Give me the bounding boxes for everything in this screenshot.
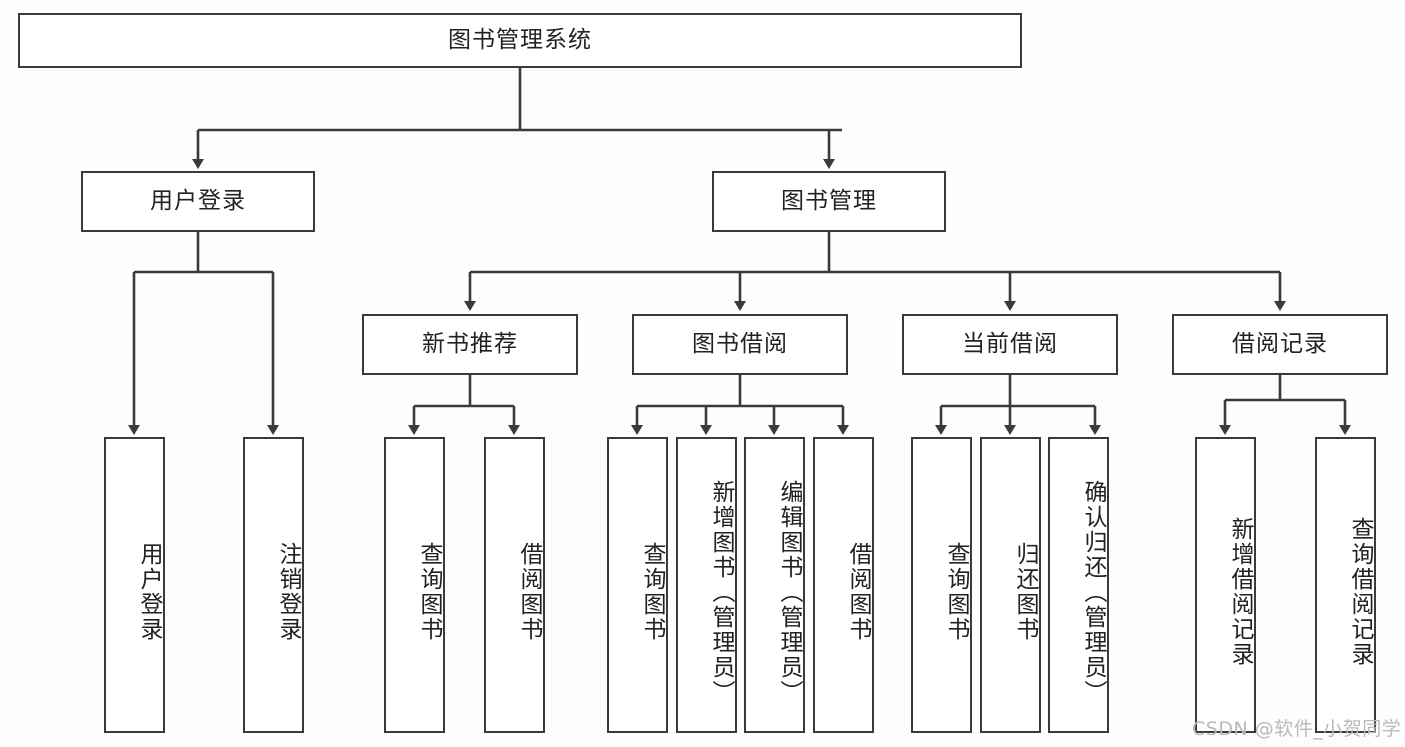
leaf-query-borrow-record[interactable]: 查询借阅记录 — [1315, 437, 1376, 733]
leaf-query-book-recommend[interactable]: 查询图书 — [384, 437, 445, 733]
node-label: 借阅图书 — [516, 542, 542, 642]
node-book-borrow[interactable]: 图书借阅 — [632, 314, 848, 375]
node-book-management[interactable]: 图书管理 — [712, 171, 946, 232]
node-label: 归还图书 — [1012, 542, 1038, 642]
node-label: 查询借阅记录 — [1347, 517, 1373, 667]
node-label: 借阅记录 — [1232, 330, 1328, 357]
node-label: 图书管理 — [781, 187, 877, 214]
node-label: 查询图书 — [416, 542, 442, 642]
node-label: 图书借阅 — [692, 330, 788, 357]
leaf-add-book-admin[interactable]: 新增图书（管理员） — [676, 437, 737, 733]
node-label: 图书管理系统 — [448, 26, 592, 53]
leaf-add-borrow-record[interactable]: 新增借阅记录 — [1195, 437, 1256, 733]
leaf-logout[interactable]: 注销登录 — [243, 437, 304, 733]
node-label: 新书推荐 — [422, 330, 518, 357]
leaf-return-book[interactable]: 归还图书 — [980, 437, 1041, 733]
leaf-borrow-book-recommend[interactable]: 借阅图书 — [484, 437, 545, 733]
node-borrow-record[interactable]: 借阅记录 — [1172, 314, 1388, 375]
node-label: 借阅图书 — [845, 542, 871, 642]
node-label: 用户登录 — [150, 187, 246, 214]
node-root-book-management-system[interactable]: 图书管理系统 — [18, 13, 1022, 68]
leaf-query-book-current[interactable]: 查询图书 — [911, 437, 972, 733]
node-label: 新增图书（管理员） — [708, 479, 734, 705]
node-label: 注销登录 — [275, 542, 301, 642]
node-label: 查询图书 — [639, 542, 665, 642]
node-label: 新增借阅记录 — [1227, 517, 1253, 667]
node-label: 当前借阅 — [962, 330, 1058, 357]
leaf-user-login[interactable]: 用户登录 — [104, 437, 165, 733]
node-label: 查询图书 — [943, 542, 969, 642]
leaf-edit-book-admin[interactable]: 编辑图书（管理员） — [744, 437, 805, 733]
node-current-borrow[interactable]: 当前借阅 — [902, 314, 1118, 375]
node-new-book-recommend[interactable]: 新书推荐 — [362, 314, 578, 375]
node-user-login[interactable]: 用户登录 — [81, 171, 315, 232]
csdn-watermark: CSDN @软件_小贺同学 — [1192, 718, 1402, 740]
node-label: 确认归还（管理员） — [1080, 479, 1106, 705]
node-label: 编辑图书（管理员） — [776, 479, 802, 705]
leaf-borrow-book[interactable]: 借阅图书 — [813, 437, 874, 733]
leaf-confirm-return-admin[interactable]: 确认归还（管理员） — [1048, 437, 1109, 733]
leaf-query-book-borrow[interactable]: 查询图书 — [607, 437, 668, 733]
node-label: 用户登录 — [136, 542, 162, 642]
